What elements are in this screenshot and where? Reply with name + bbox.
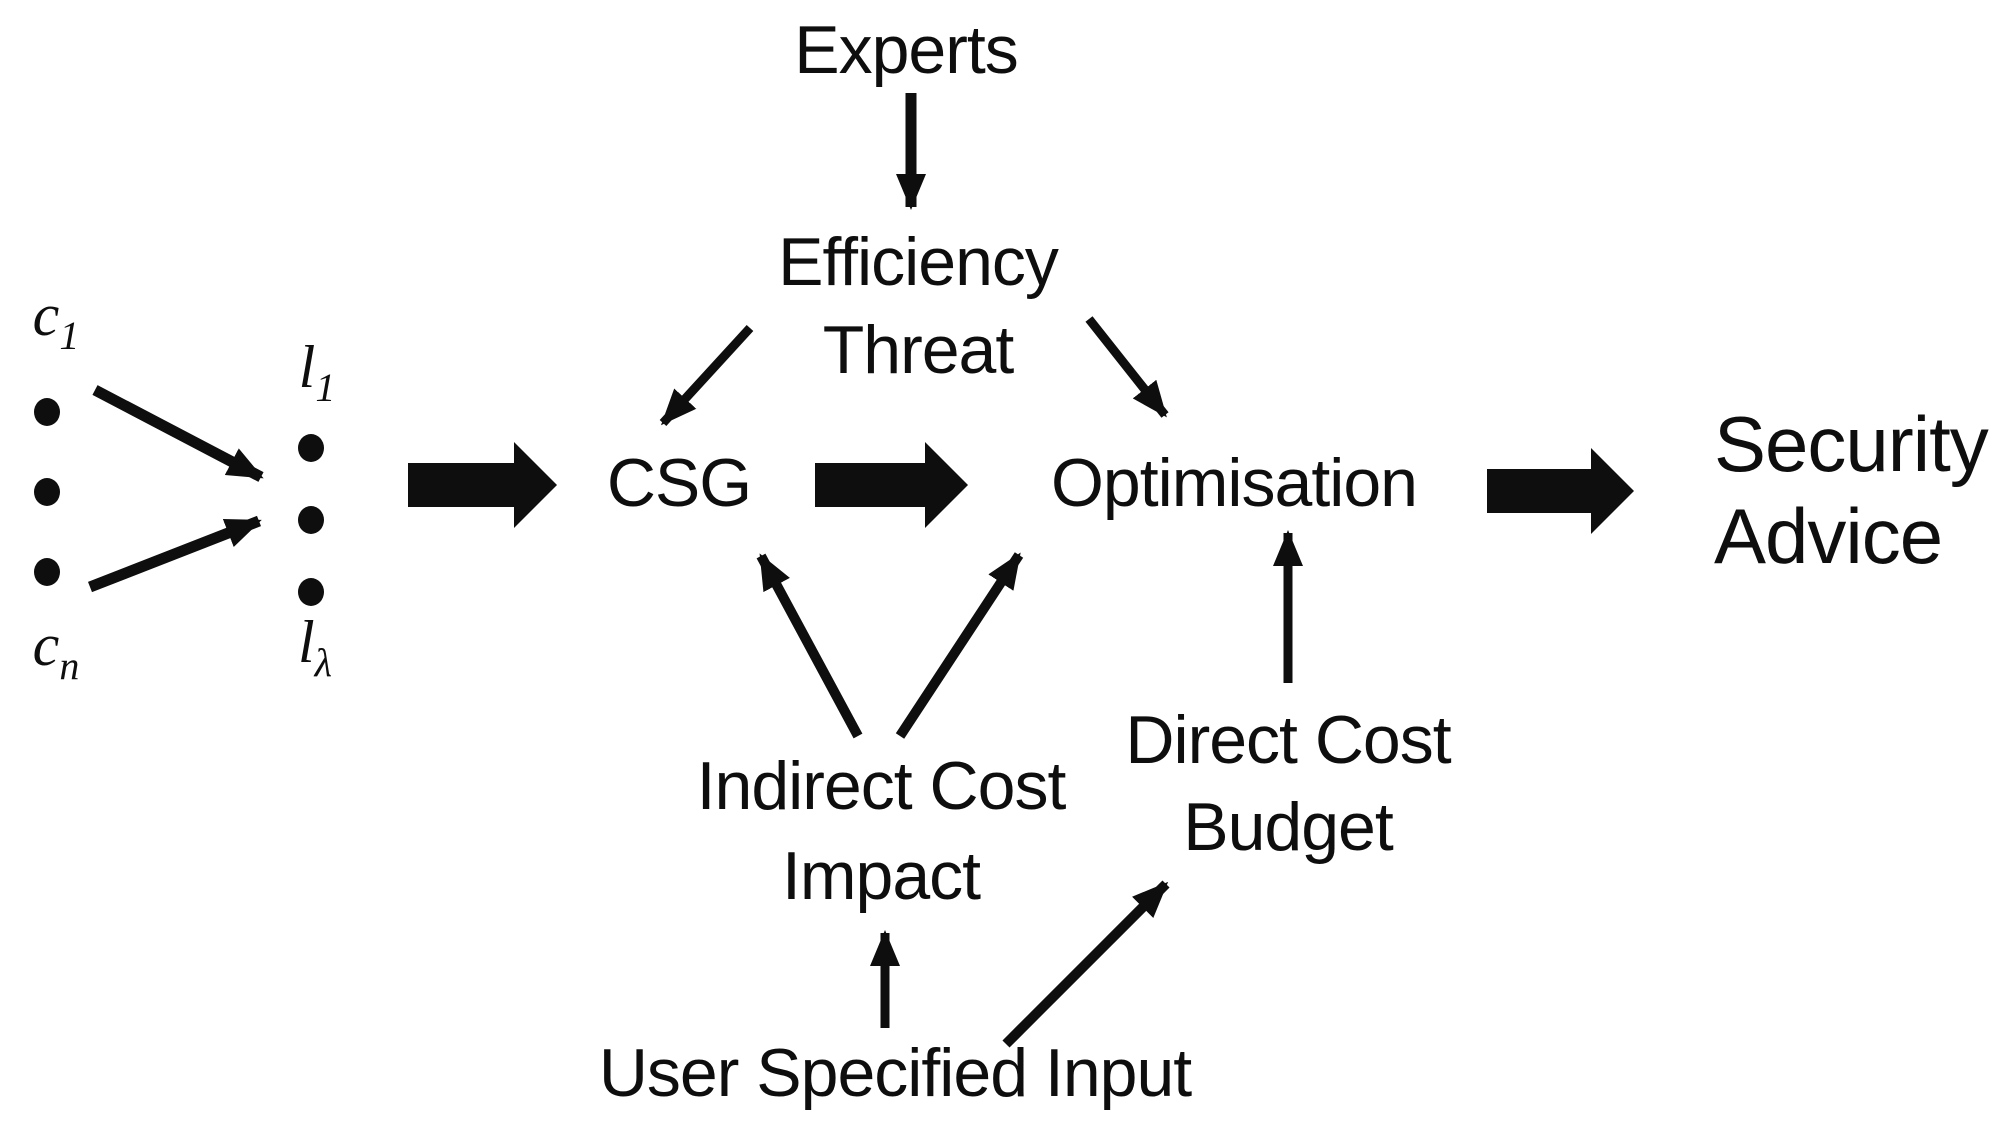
security-advice-line1: Security <box>1714 400 1989 488</box>
edge-user-to-budget-arrow <box>1002 880 1170 1048</box>
efficiency-threat-line2: Threat <box>822 312 1015 388</box>
direct-cost-budget-line2: Budget <box>1183 789 1394 865</box>
node-indirect-cost-impact: Indirect Cost Impact <box>696 741 1067 921</box>
efficiency-threat-line1: Efficiency <box>778 224 1059 300</box>
edge-csg-to-optimisation-block-arrow <box>815 442 968 528</box>
edge-mapping-to-csg-block-arrow <box>408 442 557 528</box>
c-column-dot <box>34 558 60 586</box>
c-last-subscript: n <box>59 643 80 688</box>
l-first-base: l <box>298 334 316 400</box>
node-efficiency-threat: Efficiency Threat <box>778 218 1059 394</box>
indirect-cost-impact-line1: Indirect Cost <box>696 748 1067 824</box>
c-first-subscript: 1 <box>59 313 80 358</box>
node-c-first: c1 <box>33 281 80 359</box>
l-column-dot <box>298 578 324 606</box>
edge-threat-to-optimisation-arrow <box>1085 316 1169 418</box>
edge-threat-to-csg-arrow <box>659 324 754 427</box>
edge-c-to-l-upper-arrow <box>92 385 264 482</box>
node-l-last: lλ <box>298 608 332 686</box>
edge-impact-to-csg-arrow <box>756 553 863 739</box>
c-first-base: c <box>32 282 60 348</box>
edge-optimisation-to-advice-block-arrow <box>1487 448 1634 534</box>
l-column-dot <box>298 506 324 534</box>
l-first-subscript: 1 <box>315 365 336 410</box>
l-last-base: l <box>298 609 315 675</box>
indirect-cost-impact-line2: Impact <box>781 838 981 914</box>
edge-impact-to-optimisation-arrow <box>895 552 1024 739</box>
node-csg: CSG <box>606 445 752 521</box>
node-user-specified-input: User Specified Input <box>598 1035 1192 1111</box>
node-security-advice: Security Advice <box>1714 398 1989 582</box>
node-direct-cost-budget: Direct Cost Budget <box>1125 697 1451 871</box>
c-column-dot <box>34 398 60 426</box>
c-last-base: c <box>32 612 60 678</box>
node-c-last: cn <box>33 611 80 689</box>
node-experts: Experts <box>794 12 1019 88</box>
direct-cost-budget-line1: Direct Cost <box>1125 702 1451 778</box>
node-l-first: l1 <box>299 333 336 411</box>
edge-c-to-l-lower-arrow <box>87 515 262 593</box>
security-advice-line2: Advice <box>1714 492 1943 580</box>
c-column-dot <box>34 478 60 506</box>
l-last-subscript: λ <box>314 640 332 685</box>
node-optimisation: Optimisation <box>1051 445 1418 521</box>
l-column-dot <box>298 434 324 462</box>
